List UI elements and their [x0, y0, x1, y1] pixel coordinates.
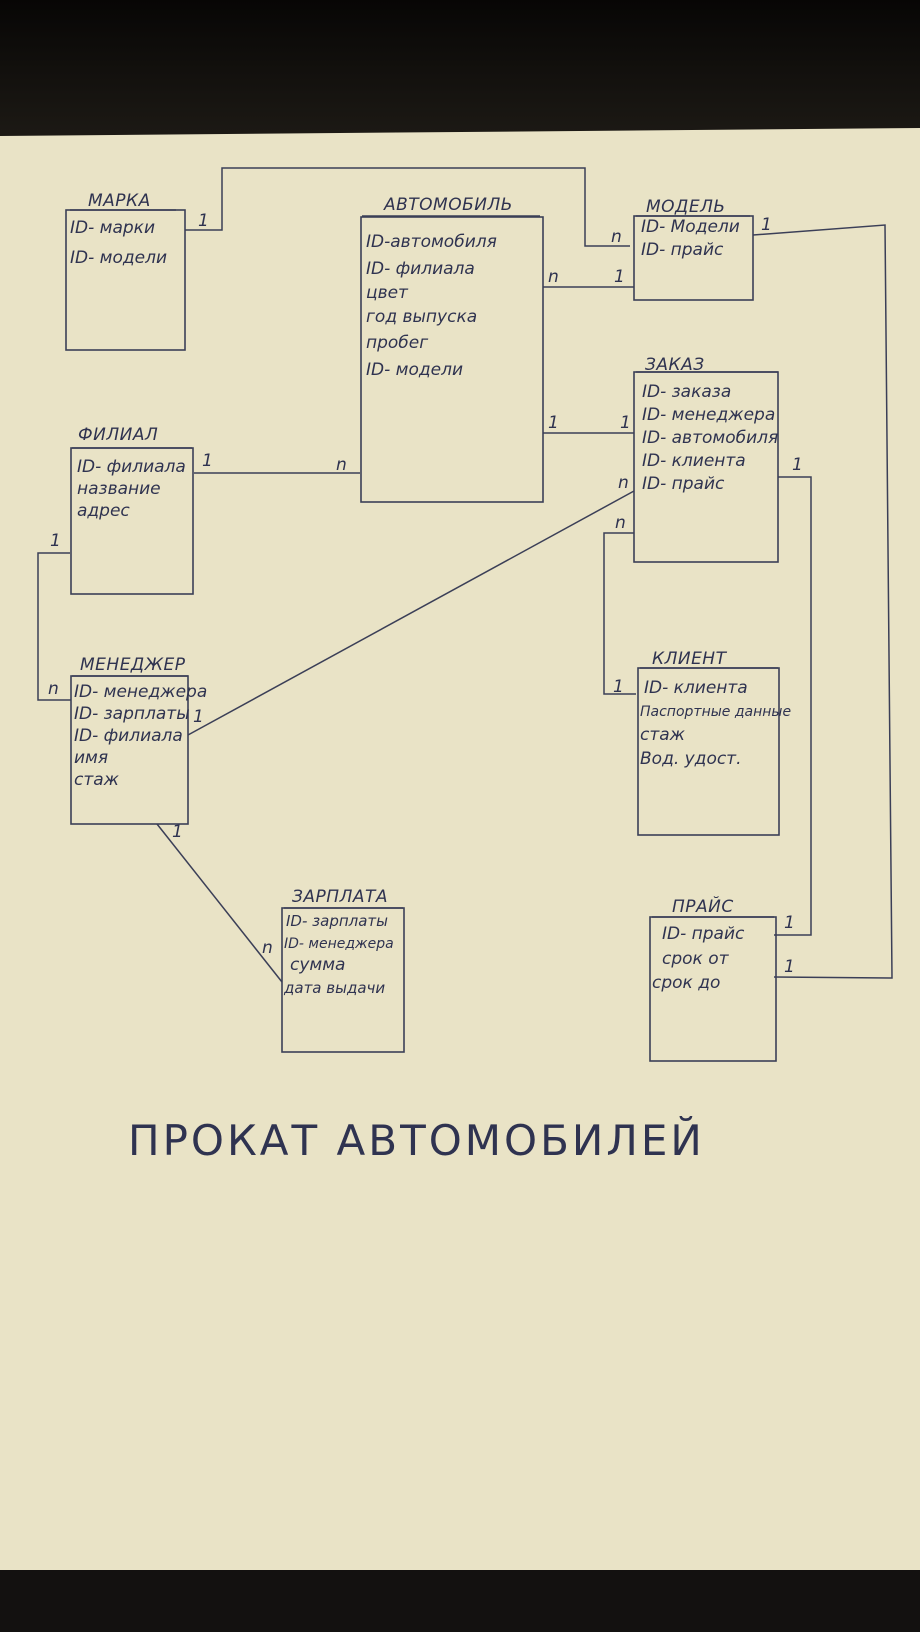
entity-marka-name: МАРКА [88, 191, 151, 211]
entity-avto-field: год выпуска [366, 307, 477, 327]
entity-avto-field: пробег [366, 333, 428, 353]
card-filial-manager-to: n [48, 679, 59, 699]
entity-zakaz-field: ID- заказа [642, 382, 731, 402]
entity-client-field: Паспортные данные [640, 704, 791, 720]
edge-model-prais [752, 224, 893, 979]
entity-manager-name: МЕНЕДЖЕР [80, 655, 186, 675]
entity-marka-box [65, 209, 186, 351]
entity-marka-field: ID- марки [70, 218, 155, 238]
card-client-zakaz-to: n [615, 513, 626, 533]
entity-zarplata: ЗАРПЛАТА ID- зарплаты ID- менеджера сумм… [281, 887, 405, 1053]
card-filial-avto-to: n [336, 455, 347, 475]
card-client-zakaz-from: 1 [613, 677, 624, 697]
entity-zarplata-field: ID- зарплаты [286, 912, 388, 930]
entity-zakaz-field: ID- автомобиля [642, 428, 778, 448]
entity-model-name: МОДЕЛЬ [646, 197, 726, 217]
entity-prais: ПРАЙС ID- прайс срок от срок до [649, 895, 777, 1062]
card-manager-zakaz-to: n [618, 473, 629, 493]
entity-marka: МАРКА ID- марки ID- модели [65, 191, 186, 351]
entity-manager-field: имя [74, 748, 108, 768]
card-zakaz-prais-to: 1 [784, 913, 795, 933]
card-marka-model-to: n [611, 227, 622, 247]
entity-prais-field: срок от [662, 949, 730, 969]
entity-filial-field: адрес [77, 501, 130, 521]
entity-manager: МЕНЕДЖЕР ID- менеджера ID- зарплаты ID- … [70, 655, 207, 825]
card-manager-zarplata-to: n [262, 938, 273, 958]
entity-marka-field: ID- модели [70, 248, 167, 268]
entity-zarplata-field: дата выдачи [283, 979, 385, 997]
background-bottom [0, 1570, 920, 1632]
entity-manager-field: ID- зарплаты [74, 704, 190, 724]
entity-zarplata-field: сумма [290, 955, 345, 975]
entity-prais-field: ID- прайс [662, 924, 745, 944]
entity-client-name: КЛИЕНТ [652, 649, 728, 669]
entity-prais-box [649, 916, 777, 1062]
entity-filial-box [70, 447, 194, 595]
card-zakaz-prais-from: 1 [792, 455, 803, 475]
entity-client-field: Вод. удост. [640, 749, 742, 769]
entity-client-box [637, 667, 780, 836]
entity-zarplata-field: ID- менеджера [284, 936, 394, 952]
card-model-prais-to: 1 [784, 957, 795, 977]
entity-model-field: ID- прайс [641, 240, 724, 260]
entity-client-field: ID- клиента [644, 678, 748, 698]
card-model-prais-from: 1 [761, 215, 772, 235]
entity-client-field: стаж [640, 725, 686, 745]
entity-zakaz: ЗАКАЗ ID- заказа ID- менеджера ID- автом… [633, 355, 779, 563]
entity-filial-field: ID- филиала [77, 457, 186, 477]
entity-avto-field: ID- филиала [366, 259, 475, 279]
card-filial-avto-from: 1 [202, 451, 213, 471]
entity-manager-field: стаж [74, 770, 120, 790]
entity-zakaz-field: ID- менеджера [642, 405, 775, 425]
entity-zakaz-name: ЗАКАЗ [645, 355, 705, 375]
card-marka-model-from: 1 [198, 211, 209, 231]
edge-zakaz-prais [774, 476, 812, 936]
entity-zakaz-field: ID- прайс [642, 474, 725, 494]
entity-zakaz-field: ID- клиента [642, 451, 746, 471]
diagram-title: ПРОКАТ АВТОМОБИЛЕЙ [128, 1115, 705, 1165]
edge-manager-zakaz [187, 490, 635, 736]
entity-avto: АВТОМОБИЛЬ ID-автомобиля ID- филиала цве… [360, 195, 544, 503]
relationships [37, 167, 893, 983]
card-manager-zakaz-from: 1 [193, 707, 204, 727]
entity-prais-name: ПРАЙС [672, 895, 734, 917]
entity-model-box [633, 215, 754, 301]
entity-filial: ФИЛИАЛ ID- филиала название адрес [70, 425, 194, 595]
entity-zarplata-name: ЗАРПЛАТА [292, 887, 388, 907]
entity-filial-name: ФИЛИАЛ [78, 425, 158, 445]
entity-zakaz-box [633, 371, 779, 563]
edge-filial-manager [37, 552, 71, 701]
entity-manager-field: ID- менеджера [74, 682, 207, 702]
entity-avto-field: цвет [366, 283, 409, 303]
edge-client-zakaz [603, 532, 636, 695]
entity-client: КЛИЕНТ ID- клиента Паспортные данные ста… [637, 649, 791, 836]
entity-avto-field: ID-автомобиля [366, 232, 497, 252]
entity-model-field: ID- Модели [641, 217, 740, 237]
background-top [0, 0, 920, 140]
card-avto-model-to: 1 [614, 267, 625, 287]
edge-manager-zarplata [156, 823, 283, 983]
entity-avto-box [360, 216, 544, 503]
entity-zarplata-box [281, 907, 405, 1053]
card-avto-model-from: n [548, 267, 559, 287]
paper-sheet [0, 128, 920, 1578]
cardinality-labels: 1 n n 1 1 1 1 n 1 n 1 n 1 n 1 n 1 1 1 1 [48, 211, 803, 977]
card-filial-manager-from: 1 [50, 531, 61, 551]
entity-model: МОДЕЛЬ ID- Модели ID- прайс [633, 197, 754, 301]
entity-prais-field: срок до [652, 973, 720, 993]
entity-manager-field: ID- филиала [74, 726, 183, 746]
entity-filial-field: название [77, 479, 161, 499]
card-avto-zakaz-to: 1 [620, 413, 631, 433]
entity-manager-box [70, 675, 189, 825]
entity-avto-name: АВТОМОБИЛЬ [383, 195, 513, 215]
entity-avto-field: ID- модели [366, 360, 463, 380]
card-avto-zakaz-from: 1 [548, 413, 559, 433]
card-manager-zarplata-from: 1 [172, 822, 183, 842]
edge-marka-model [185, 167, 630, 247]
